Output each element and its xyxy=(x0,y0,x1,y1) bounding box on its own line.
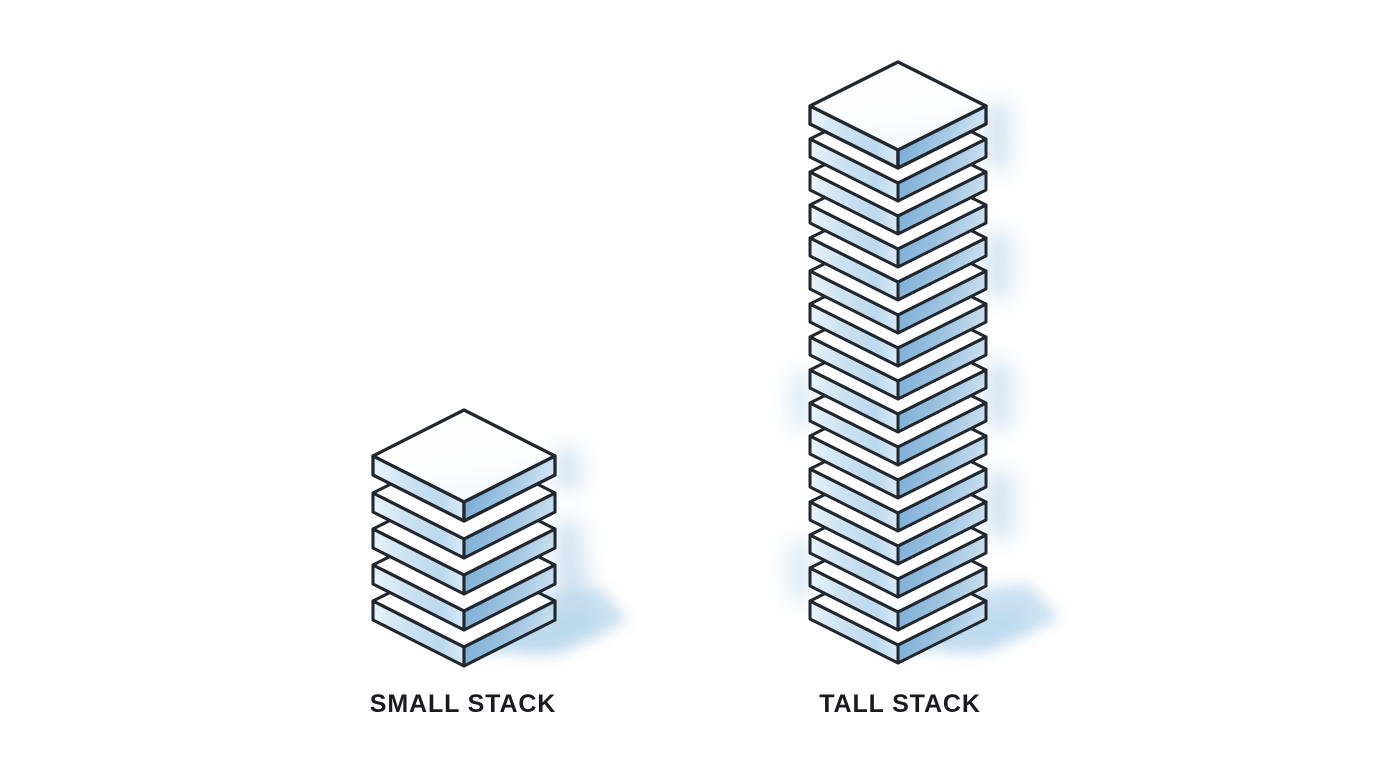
small-stack-slab-top xyxy=(371,408,557,523)
small-stack-side-wash xyxy=(556,448,588,600)
tall-stack-group xyxy=(788,60,1060,665)
tall-stack-caption: TALL STACK xyxy=(819,690,981,718)
tall-stack-slab-top xyxy=(808,60,988,170)
tall-stack-side-wash xyxy=(788,100,1014,602)
small-stack-group xyxy=(371,408,628,668)
small-stack-caption: SMALL STACK xyxy=(369,690,557,718)
